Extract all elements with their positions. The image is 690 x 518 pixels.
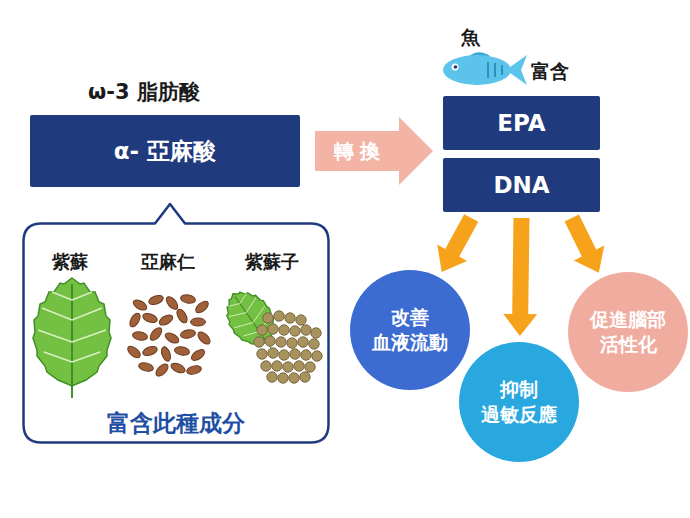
perilla-seed-drawing-part-part <box>265 336 275 346</box>
perilla-seed-drawing-part-part <box>278 373 288 383</box>
circle-outline <box>459 342 579 462</box>
effect-arrow <box>437 214 478 272</box>
callout-text: 富含此種成分 <box>22 408 330 439</box>
source-box: ω-3 脂肪酸α- 亞麻酸 <box>30 115 300 187</box>
perilla-seed-drawing-part-part <box>279 350 289 360</box>
group-heading: ω-3 脂肪酸 <box>88 78 308 106</box>
perilla-seed-drawing-part-part <box>283 362 293 372</box>
product-box: DNA <box>443 158 600 212</box>
benefit-circle: 抑制 過敏反應 <box>459 342 579 462</box>
circle-outline <box>350 270 470 390</box>
circle-fill <box>350 270 470 390</box>
perilla-seed-drawing-part-part <box>289 373 299 383</box>
item-label: 紫蘇子 <box>226 250 318 274</box>
circle-fill <box>459 342 579 462</box>
perilla-seed-drawing-part-part <box>311 328 321 338</box>
perilla-seed-drawing-part-part <box>285 313 295 323</box>
perilla-seed-drawing-part-part <box>279 325 289 335</box>
perilla-seed-drawing-part-part <box>300 372 310 382</box>
perilla-seed-drawing-part-part <box>309 339 319 349</box>
effect-arrow <box>503 218 537 336</box>
item-label: 亞麻仁 <box>122 250 214 274</box>
fish-icon-part <box>487 62 489 78</box>
edge-label: 轉 換 <box>334 138 381 165</box>
item-label: 紫蘇 <box>37 250 103 274</box>
benefit-circle: 改善 血液流動 <box>350 270 470 390</box>
perilla-seed-drawing-part-part <box>298 337 308 347</box>
perilla-seed-drawing-part-part <box>272 361 282 371</box>
perilla-seed-drawing-part-part <box>312 351 322 361</box>
fish-icon <box>443 52 527 85</box>
perilla-seed-drawing-part-part <box>257 349 267 359</box>
benefit-text: 改善 血液流動 <box>360 305 460 356</box>
perilla-seed-drawing-part-part <box>294 361 304 371</box>
perilla-seed-drawing-part-part <box>301 350 311 360</box>
fish-icon-part <box>454 65 458 69</box>
benefit-text: 抑制 過敏反應 <box>469 377 569 428</box>
fish-icon-part <box>443 55 511 85</box>
perilla-seed-drawing-part-part <box>301 325 311 335</box>
note-text: 富含 <box>531 59 569 85</box>
circle-fill <box>568 272 688 392</box>
perilla-seed-drawing-part-part <box>287 338 297 348</box>
perilla-seed-drawing-part-part <box>254 337 264 347</box>
perilla-seed-drawing-part-part <box>276 337 286 347</box>
bubble-border <box>24 204 329 443</box>
perilla-seed-drawing-part-part <box>257 325 267 335</box>
fish-icon-part <box>494 63 496 77</box>
fish-icon-part <box>501 65 503 75</box>
product-box: EPA <box>443 96 600 150</box>
effect-arrow <box>565 215 605 273</box>
circle-outline <box>568 272 688 392</box>
conversion-arrow <box>315 117 433 185</box>
perilla-seed-drawing-part-part <box>268 324 278 334</box>
fish-label: 魚 <box>461 25 480 51</box>
perilla-seed-drawing-part-part <box>261 361 271 371</box>
perilla-seed-drawing-part-part <box>267 372 277 382</box>
box-title: EPA <box>443 108 600 139</box>
perilla-seed-drawing-part-part <box>274 311 284 321</box>
box-title: DNA <box>443 170 600 201</box>
flax-seed-drawing-part <box>191 318 206 326</box>
box-title: α- 亞麻酸 <box>30 136 300 167</box>
fish-icon-part <box>452 64 459 71</box>
perilla-seed-drawing-part-part <box>290 349 300 359</box>
benefit-circle: 促進腦部 活性化 <box>568 272 688 392</box>
benefit-text: 促進腦部 活性化 <box>578 307 678 358</box>
perilla-seed-drawing-part-part <box>305 362 315 372</box>
perilla-seed-drawing-part-part <box>263 313 273 323</box>
perilla-seed-drawing-part-part <box>268 348 278 358</box>
perilla-seed-drawing-part-part <box>296 315 306 325</box>
perilla-seed-drawing-part-part <box>290 326 300 336</box>
